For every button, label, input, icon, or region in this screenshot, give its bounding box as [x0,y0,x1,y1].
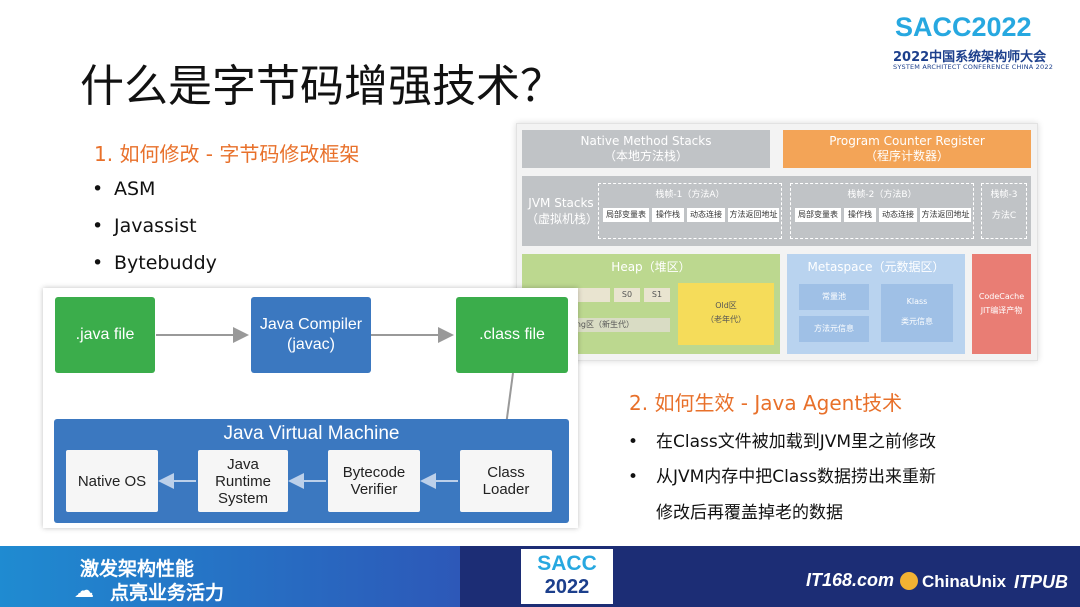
chinaunix-logo-icon [900,572,918,590]
klass-block: Klass 类元信息 [881,284,953,342]
list-item-continuation: 修改后再覆盖掉老的数据 [656,503,843,523]
bullet-icon: • [92,215,104,237]
logo-conference-cn: 2022中国系统架构师大会 [893,50,1047,65]
list-item: •从JVM内存中把Class数据捞出来重新 [628,467,937,487]
bullet-icon: • [92,252,104,274]
native-os-box: Native OS [66,450,158,512]
section2-heading: 2. 如何生效 - Java Agent技术 [629,391,903,415]
chinaunix-logo: ChinaUnix [922,572,1007,591]
footer-slogan-panel [0,546,460,607]
metaspace-area: Metaspace（元数据区） 常量池 Klass 类元信息 方法元信息 [787,254,965,354]
footer-slogan-line1: 激发架构性能 [80,558,195,580]
logo-conference-en: SYSTEM ARCHITECT CONFERENCE CHINA 2022 [893,63,1054,71]
cloud-icon: ☁ [74,578,94,602]
stack-frame-3: 栈帧-3 方法C [981,183,1027,239]
native-method-stacks: Native Method Stacks （本地方法栈） [522,130,770,168]
bullet-icon: • [628,467,639,487]
logo-sacc: SACC2022 [895,12,1032,42]
itpub-logo: ITPUB [1014,572,1068,592]
list-item: •Javassist [92,215,197,237]
jvm-arrows [158,473,458,489]
jvm-memory-diagram: Native Method Stacks （本地方法栈） Program Cou… [516,123,1038,361]
bullet-icon: • [628,432,639,452]
list-item: •在Class文件被加载到JVM里之前修改 [628,432,937,452]
page-title: 什么是字节码增强技术？ [80,61,564,112]
list-item: •ASM [92,178,156,200]
footer-slogan-line2: 点亮业务活力 [110,582,225,604]
java-file-box: .java file [55,297,155,373]
footer-sacc-logo: SACC 2022 [521,549,613,604]
java-virtual-machine-box: Java Virtual Machine Native OS Java Runt… [54,419,569,523]
class-loading-flow-diagram: .java file Java Compiler (javac) .class … [43,288,578,528]
list-item: •Bytebuddy [92,252,217,274]
bytecode-verifier-box: Bytecode Verifier [328,450,420,512]
jvm-stacks: JVM Stacks （虚拟机栈） 栈帧-1（方法A） 局部变量表 操作栈 动态… [522,176,1031,246]
java-compiler-box: Java Compiler (javac) [251,297,371,373]
java-runtime-system-box: Java Runtime System [198,450,288,512]
program-counter-register: Program Counter Register （程序计数器） [783,130,1031,168]
bullet-icon: • [92,178,104,200]
class-file-box: .class file [456,297,568,373]
class-loader-box: Class Loader [460,450,552,512]
section1-heading: 1. 如何修改 - 字节码修改框架 [94,142,360,166]
codecache-area: CodeCache JIT编译产物 [972,254,1031,354]
stack-frame-1: 栈帧-1（方法A） 局部变量表 操作栈 动态连接 方法返回地址 [598,183,782,239]
it168-logo: IT168.com [806,570,895,590]
old-generation: Old区 （老年代） [678,283,774,345]
stack-frame-2: 栈帧-2（方法B） 局部变量表 操作栈 动态连接 方法返回地址 [790,183,974,239]
